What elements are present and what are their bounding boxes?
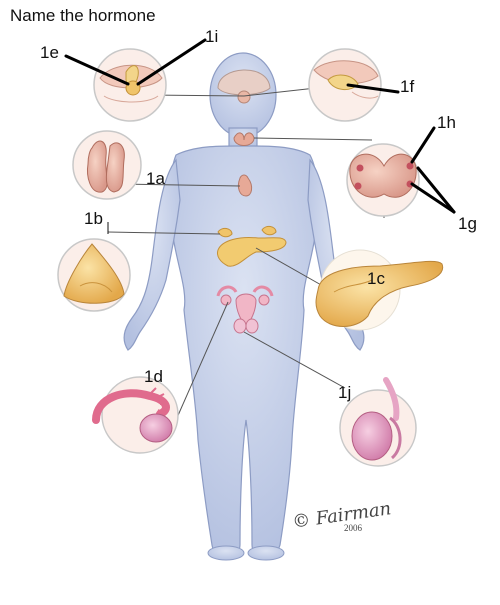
label-pointers [64,38,456,214]
label-1j: 1j [338,383,352,402]
inset-thyroid [346,143,420,217]
signature-year: 2006 [344,523,362,533]
inset-testis [339,377,417,467]
connector-lines [107,87,385,421]
human-body [123,52,365,561]
label-1e: 1e [40,43,59,62]
label-1c: 1c [367,269,385,288]
label-1d: 1d [144,367,163,386]
label-1g: 1g [458,214,477,233]
label-1i: 1i [205,27,219,46]
inset-pineal [308,48,382,122]
inset-pituitary [93,48,167,122]
label-1f: 1f [400,77,415,96]
inset-thymus [72,130,142,200]
inset-adrenal [57,238,131,312]
inset-ovary [92,376,179,454]
label-1h: 1h [437,113,456,132]
label-1a: 1a [146,169,165,188]
page-title: Name the hormone [10,6,156,25]
inset-pancreas [315,249,444,331]
label-1b: 1b [84,209,103,228]
